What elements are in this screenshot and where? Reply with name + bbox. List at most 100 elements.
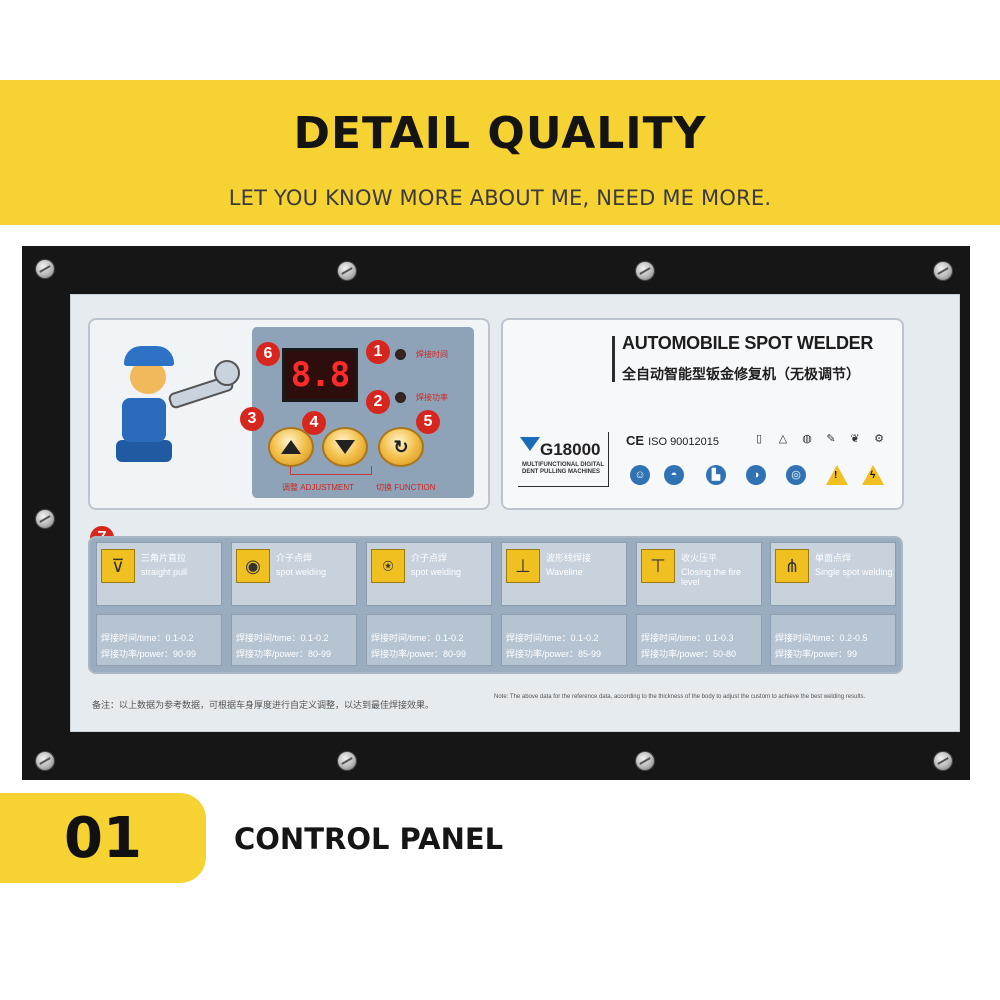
down-button[interactable] <box>322 427 368 467</box>
mode-time: 焊接时间/time：0.1-0.2 <box>101 633 194 643</box>
mode-card-waveline: ⊥ 波形线焊接 Waveline 焊接时间/time：0.1-0.2 焊接功率/… <box>501 542 627 666</box>
power-led <box>396 393 405 402</box>
screw-icon <box>636 262 654 280</box>
mode-power: 焊接功率/power：50-80 <box>641 649 737 659</box>
tool-icon: ✎ <box>826 433 836 445</box>
ce-mark: CE <box>626 433 645 448</box>
mode-time: 焊接时间/time：0.1-0.2 <box>236 633 329 643</box>
mode-en: spot welding <box>411 567 462 577</box>
mode-power: 焊接功率/power：90-99 <box>101 649 197 659</box>
screw-icon <box>338 262 356 280</box>
product-title-cn: 全自动智能型钣金修复机（无极调节） <box>622 366 860 382</box>
model-box <box>518 432 609 487</box>
badge-2: 2 <box>366 390 390 414</box>
mode-params: 焊接时间/time：0.1-0.3 焊接功率/power：50-80 <box>636 614 762 666</box>
badge-1: 1 <box>366 340 390 364</box>
chip-icon: ◍ <box>802 433 812 445</box>
electric-warning-icon: ϟ <box>862 465 884 485</box>
mode-power: 焊接功率/power：99 <box>775 649 858 659</box>
mode-power: 焊接功率/power：85-99 <box>506 649 602 659</box>
mode-header: ⋔ 单面点焊 Single spot welding <box>770 542 896 606</box>
mode-card-single-spot: ⋔ 单面点焊 Single spot welding 焊接时间/time：0.2… <box>770 542 896 666</box>
mode-cn: 单面点焊 <box>815 553 852 563</box>
screw-icon <box>36 510 54 528</box>
mode-params: 焊接时间/time：0.1-0.2 焊接功率/power：80-99 <box>366 614 492 666</box>
worker-body <box>122 398 166 442</box>
arrow-down-icon <box>335 440 355 454</box>
badge-6: 6 <box>256 342 280 366</box>
mode-cn: 三角片直拉 <box>141 553 187 563</box>
mode-card-spot-welding-1: ◉ 介子点焊 spot welding 焊接时间/time：0.1-0.2 焊接… <box>231 542 357 666</box>
note-en: Note: The above data for the reference d… <box>494 694 866 700</box>
mode-power: 焊接功率/power：80-99 <box>371 649 467 659</box>
mode-params: 焊接时间/time：0.1-0.2 焊接功率/power：85-99 <box>501 614 627 666</box>
warning-icon: ! <box>826 465 848 485</box>
mode-power: 焊接功率/power：80-99 <box>236 649 332 659</box>
badge-3: 3 <box>240 407 264 431</box>
mode-header: ⊤ 收火压平 Closing the fire level <box>636 542 762 606</box>
mode-params: 焊接时间/time：0.1-0.2 焊接功率/power：90-99 <box>96 614 222 666</box>
mode-header: ⊽ 三角片直拉 straight pull <box>96 542 222 606</box>
iso-label: ISO 90012015 <box>648 436 720 448</box>
time-led-label: 焊接时间 <box>416 350 448 359</box>
modes-area <box>88 536 903 674</box>
badge-4: 4 <box>302 411 326 435</box>
mode-card-closing-fire: ⊤ 收火压平 Closing the fire level 焊接时间/time：… <box>636 542 762 666</box>
mode-cn: 波形线焊接 <box>546 553 592 563</box>
mode-time: 焊接时间/time：0.1-0.2 <box>506 633 599 643</box>
title-bar <box>612 336 615 382</box>
mode-header: ◉ 介子点焊 spot welding <box>231 542 357 606</box>
ear-icon: ◑ <box>746 465 766 485</box>
helmet-icon: ◓ <box>664 465 684 485</box>
mode-card-spot-welding-2: ⍟ 介子点焊 spot welding 焊接时间/time：0.1-0.2 焊接… <box>366 542 492 666</box>
time-led <box>396 350 405 359</box>
wrench-head-icon <box>214 360 240 386</box>
page-subtitle: LET YOU KNOW MORE ABOUT ME, NEED ME MORE… <box>228 186 772 210</box>
section-title: CONTROL PANEL <box>234 822 504 856</box>
up-button[interactable] <box>268 427 314 467</box>
waveline-icon: ⊥ <box>506 549 540 583</box>
digital-display: 8.8 <box>282 348 358 402</box>
screw-icon <box>36 752 54 770</box>
power-led-label: 焊接功率 <box>416 393 448 402</box>
book-icon: ▯ <box>755 433 763 445</box>
spot-welding-icon: ◉ <box>236 549 270 583</box>
adjust-bracket <box>290 466 372 475</box>
function-label: 切换 FUNCTION <box>376 483 436 492</box>
screw-icon <box>36 260 54 278</box>
spot-welding-pin-icon: ⍟ <box>371 549 405 583</box>
mode-card-straight-pull: ⊽ 三角片直拉 straight pull 焊接时间/time：0.1-0.2 … <box>96 542 222 666</box>
boot-icon: ▙ <box>706 465 726 485</box>
mode-en: spot welding <box>276 567 327 577</box>
product-title-en: AUTOMOBILE SPOT WELDER <box>622 333 874 353</box>
badge-5: 5 <box>416 410 440 434</box>
caution-icon: △ <box>778 433 788 445</box>
mode-header: ⊥ 波形线焊接 Waveline <box>501 542 627 606</box>
model-subtitle: MULTIFUNCTIONAL DIGITAL DENT PULLING MAC… <box>522 462 604 475</box>
refresh-icon: ↻ <box>393 436 409 457</box>
mode-header: ⍟ 介子点焊 spot welding <box>366 542 492 606</box>
section-number-bg <box>0 793 206 883</box>
mode-cn: 介子点焊 <box>276 553 313 563</box>
mode-cn: 介子点焊 <box>411 553 448 563</box>
person-icon: ☺ <box>630 465 650 485</box>
worker-hat-icon <box>124 346 174 366</box>
header-banner <box>0 80 1000 225</box>
function-button[interactable]: ↻ <box>378 427 424 467</box>
mode-en: Waveline <box>546 567 583 577</box>
screw-icon <box>338 752 356 770</box>
mode-params: 焊接时间/time：0.2-0.5 焊接功率/power：99 <box>770 614 896 666</box>
mode-en: straight pull <box>141 567 188 577</box>
worker-legs <box>116 440 172 462</box>
mode-en: Single spot welding <box>815 567 893 577</box>
arrow-up-icon <box>281 440 301 454</box>
mode-time: 焊接时间/time：0.2-0.5 <box>775 633 868 643</box>
mode-en: Closing the fire level <box>681 567 742 587</box>
leaf-icon: ❦ <box>850 433 860 445</box>
goggles-icon: ◎ <box>786 465 806 485</box>
section-number: 01 <box>64 806 142 871</box>
note-cn: 备注：以上数据为参考数据，可根据车身厚度进行自定义调整，以达到最佳焊接效果。 <box>92 700 435 710</box>
mode-cn: 收火压平 <box>681 553 718 563</box>
straight-pull-icon: ⊽ <box>101 549 135 583</box>
